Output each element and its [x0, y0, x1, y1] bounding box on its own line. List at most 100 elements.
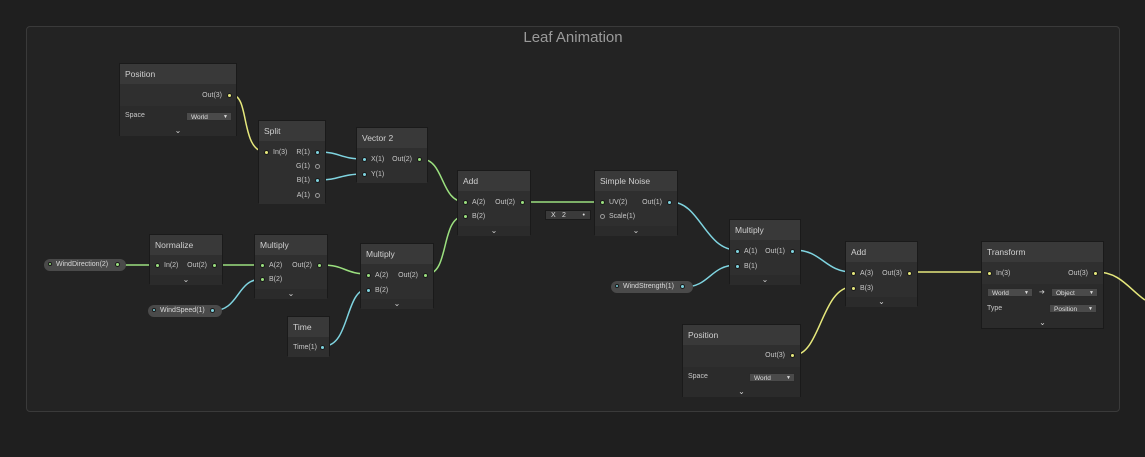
in-port[interactable] [264, 150, 269, 155]
a-port[interactable] [260, 263, 265, 268]
out-port[interactable] [227, 93, 232, 98]
a-port[interactable] [851, 271, 856, 276]
in-port-label: In(2) [164, 262, 179, 269]
space-dropdown[interactable]: World ▼ [749, 373, 795, 382]
a-port[interactable] [366, 273, 371, 278]
simple-noise-node[interactable]: Simple Noise UV(2) Scale(1) Out(1) ⌄ [594, 170, 678, 236]
out-port[interactable] [907, 271, 912, 276]
chevron-down-icon[interactable]: ⌄ [683, 387, 800, 397]
uv-port-label: UV(2) [609, 199, 628, 206]
position-node[interactable]: Position Out(3) Space World ▼ ⌄ [119, 63, 237, 136]
property-label: WindSpeed(1) [160, 307, 205, 314]
multiply-node[interactable]: Multiply A(2) B(2) Out(2) ⌄ [254, 234, 328, 299]
time-node[interactable]: Time Time(1) [287, 316, 330, 357]
wire [1096, 271, 1145, 301]
wind-strength-property[interactable]: WindStrength(1) [611, 281, 693, 293]
a-port-label: A(1) [296, 192, 310, 199]
multiply-node[interactable]: Multiply A(1) B(1) Out(1) ⌄ [729, 219, 801, 285]
b-port[interactable] [735, 264, 740, 269]
out-port[interactable] [423, 273, 428, 278]
scale-port[interactable] [600, 214, 605, 219]
out-port[interactable] [520, 200, 525, 205]
scale-input[interactable]: X 2 • [545, 210, 591, 220]
chevron-down-icon[interactable]: ⌄ [595, 226, 677, 236]
node-title: Add [846, 242, 917, 262]
add-node[interactable]: Add A(2) B(2) Out(2) ⌄ [457, 170, 531, 236]
out-port[interactable] [667, 200, 672, 205]
x-port[interactable] [362, 157, 367, 162]
out-port[interactable] [317, 263, 322, 268]
to-space-value: Object [1056, 290, 1075, 297]
out-port-label: Out(3) [882, 270, 902, 277]
type-dropdown[interactable]: Position ▼ [1049, 304, 1097, 313]
a-port-label: A(2) [269, 262, 283, 269]
y-port[interactable] [362, 172, 367, 177]
chevron-down-icon[interactable]: ⌄ [361, 299, 433, 309]
r-port[interactable] [315, 150, 320, 155]
b-port[interactable] [315, 178, 320, 183]
node-title: Multiply [255, 235, 327, 255]
space-dropdown[interactable]: World ▼ [186, 112, 232, 121]
chevron-down-icon[interactable]: ⌄ [846, 297, 917, 307]
chevron-down-icon[interactable]: ⌄ [120, 126, 236, 136]
out-port[interactable] [210, 308, 215, 313]
vector2-node[interactable]: Vector 2 X(1) Y(1) Out(2) [356, 127, 428, 183]
in-port[interactable] [987, 271, 992, 276]
node-title: Vector 2 [357, 128, 427, 148]
out-port[interactable] [212, 263, 217, 268]
b-port-label: B(2) [472, 213, 486, 220]
a-port[interactable] [735, 249, 740, 254]
out-port[interactable] [115, 262, 120, 267]
normalize-node[interactable]: Normalize In(2) Out(2) ⌄ [149, 234, 223, 285]
time-port[interactable] [320, 345, 325, 350]
b-port[interactable] [366, 288, 371, 293]
node-title: Time [288, 317, 329, 337]
uv-port[interactable] [600, 200, 605, 205]
group-title: Leaf Animation [523, 29, 623, 46]
caret-down-icon: ▼ [1024, 290, 1029, 296]
y-port-label: Y(1) [371, 171, 385, 178]
g-port[interactable] [315, 164, 320, 169]
position-node[interactable]: Position Out(3) Space World ▼ ⌄ [682, 324, 801, 397]
wire [670, 201, 738, 251]
out-port[interactable] [417, 157, 422, 162]
node-title: Multiply [730, 220, 800, 240]
caret-down-icon: ▼ [223, 114, 228, 120]
b-port[interactable] [851, 286, 856, 291]
out-port[interactable] [680, 284, 685, 289]
multiply-node[interactable]: Multiply A(2) B(2) Out(2) ⌄ [360, 243, 434, 309]
in-port[interactable] [155, 263, 160, 268]
out-port[interactable] [790, 353, 795, 358]
a-port[interactable] [315, 193, 320, 198]
out-port-label: Out(1) [765, 248, 785, 255]
b-port[interactable] [260, 277, 265, 282]
wind-direction-property[interactable]: WindDirection(2) [44, 259, 126, 271]
to-space-dropdown[interactable]: Object ▼ [1051, 288, 1098, 297]
out-port[interactable] [790, 249, 795, 254]
a-port-label: A(2) [375, 272, 389, 279]
r-port-label: R(1) [296, 149, 310, 156]
transform-node[interactable]: Transform In(3) Out(3) World ▼ ➔ Object … [981, 241, 1104, 329]
node-title: Multiply [361, 244, 433, 264]
node-title: Transform [982, 242, 1103, 262]
out-port[interactable] [1093, 271, 1098, 276]
b-port[interactable] [463, 214, 468, 219]
out-port-label: Out(2) [495, 199, 515, 206]
space-label: Space [688, 373, 708, 380]
a-port[interactable] [463, 200, 468, 205]
chevron-down-icon[interactable]: ⌄ [150, 275, 222, 285]
out-port-label: Out(2) [392, 156, 412, 163]
add-node[interactable]: Add A(3) B(3) Out(3) ⌄ [845, 241, 918, 307]
chevron-down-icon[interactable]: ⌄ [458, 226, 530, 236]
g-port-label: G(1) [296, 163, 310, 170]
from-space-dropdown[interactable]: World ▼ [987, 288, 1033, 297]
space-value: World [754, 375, 771, 382]
chevron-down-icon[interactable]: ⌄ [255, 289, 327, 299]
split-node[interactable]: Split In(3) R(1) G(1) B(1) A(1) [258, 120, 326, 204]
wind-speed-property[interactable]: WindSpeed(1) [148, 305, 222, 317]
type-value: Position [1054, 306, 1078, 313]
chevron-down-icon[interactable]: ⌄ [982, 318, 1103, 328]
property-label: WindDirection(2) [56, 261, 109, 268]
chevron-down-icon[interactable]: ⌄ [730, 275, 800, 285]
